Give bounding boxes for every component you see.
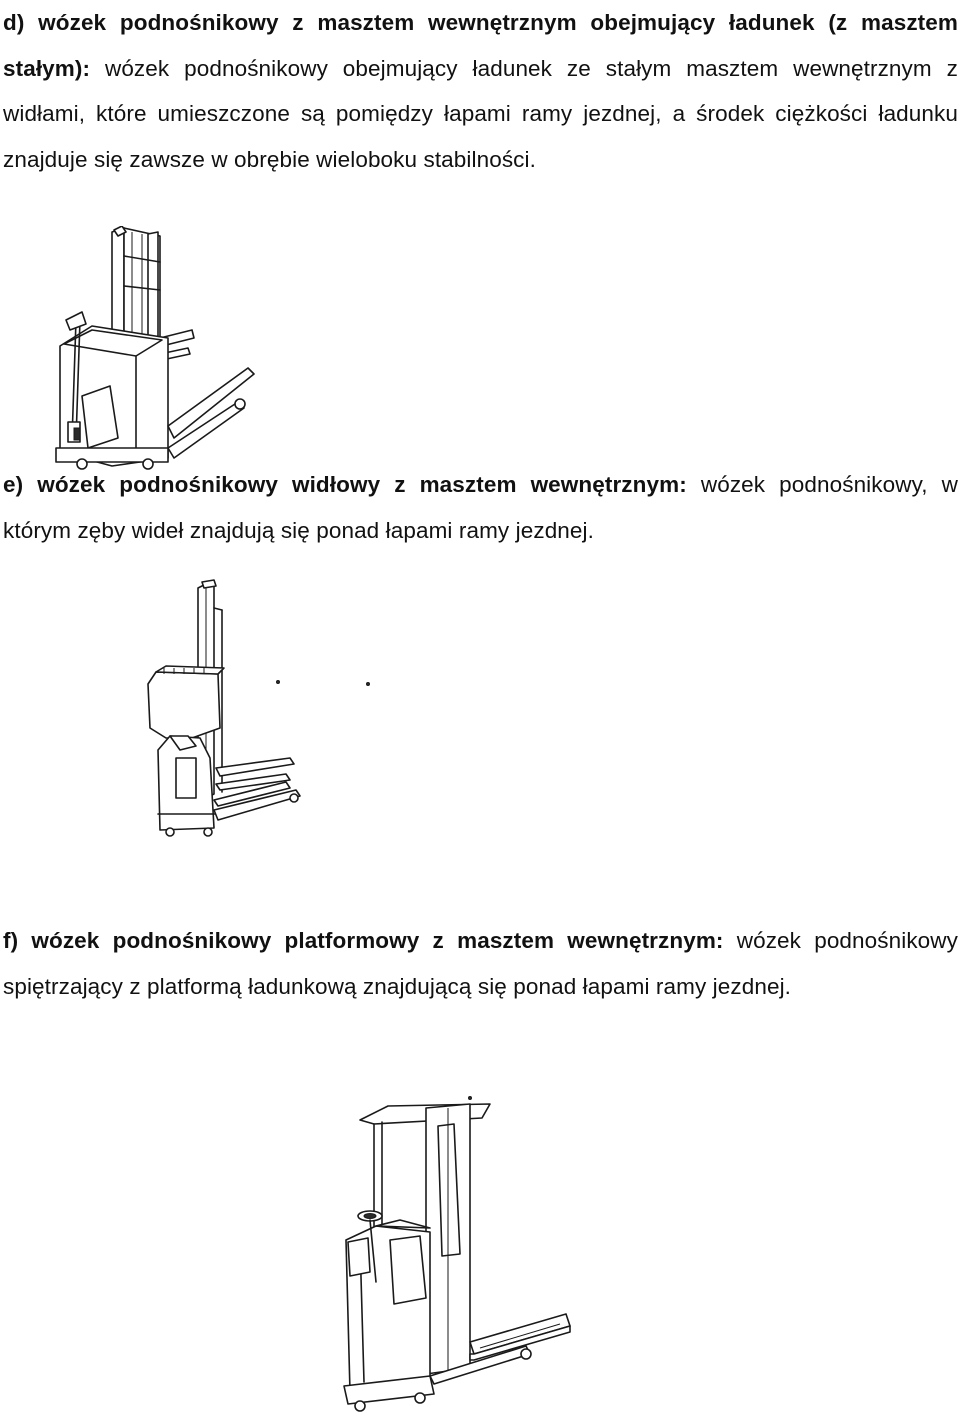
straddle-stacker-figure — [52, 226, 262, 470]
fork-stacker-figure — [140, 578, 380, 840]
section-f-description: wózek podnośnikowy spiętrzający z platfo… — [3, 928, 958, 999]
platform-stacker-figure — [330, 1092, 580, 1412]
section-d-term: d) wózek podnośnikowy z masztem wewnętrz… — [3, 10, 958, 81]
section-f-paragraph: f) wózek podnośnikowy platformowy z masz… — [3, 918, 958, 1009]
section-f-term: f) wózek podnośnikowy platformowy z masz… — [3, 928, 724, 953]
section-e-term: e) wózek podnośnikowy widłowy z masztem … — [3, 472, 687, 497]
fork-stacker-illustration — [147, 579, 370, 837]
section-e-description: wózek podnośnikowy, w którym zęby wideł … — [3, 472, 958, 543]
section-d-description: wózek podnośnikowy obejmujący ładunek ze… — [3, 55, 958, 172]
straddle-stacker-illustration — [55, 226, 255, 470]
platform-stacker-illustration — [343, 1096, 571, 1412]
section-d-paragraph: d) wózek podnośnikowy z masztem wewnętrz… — [3, 0, 958, 182]
section-e-paragraph: e) wózek podnośnikowy widłowy z masztem … — [3, 462, 958, 553]
